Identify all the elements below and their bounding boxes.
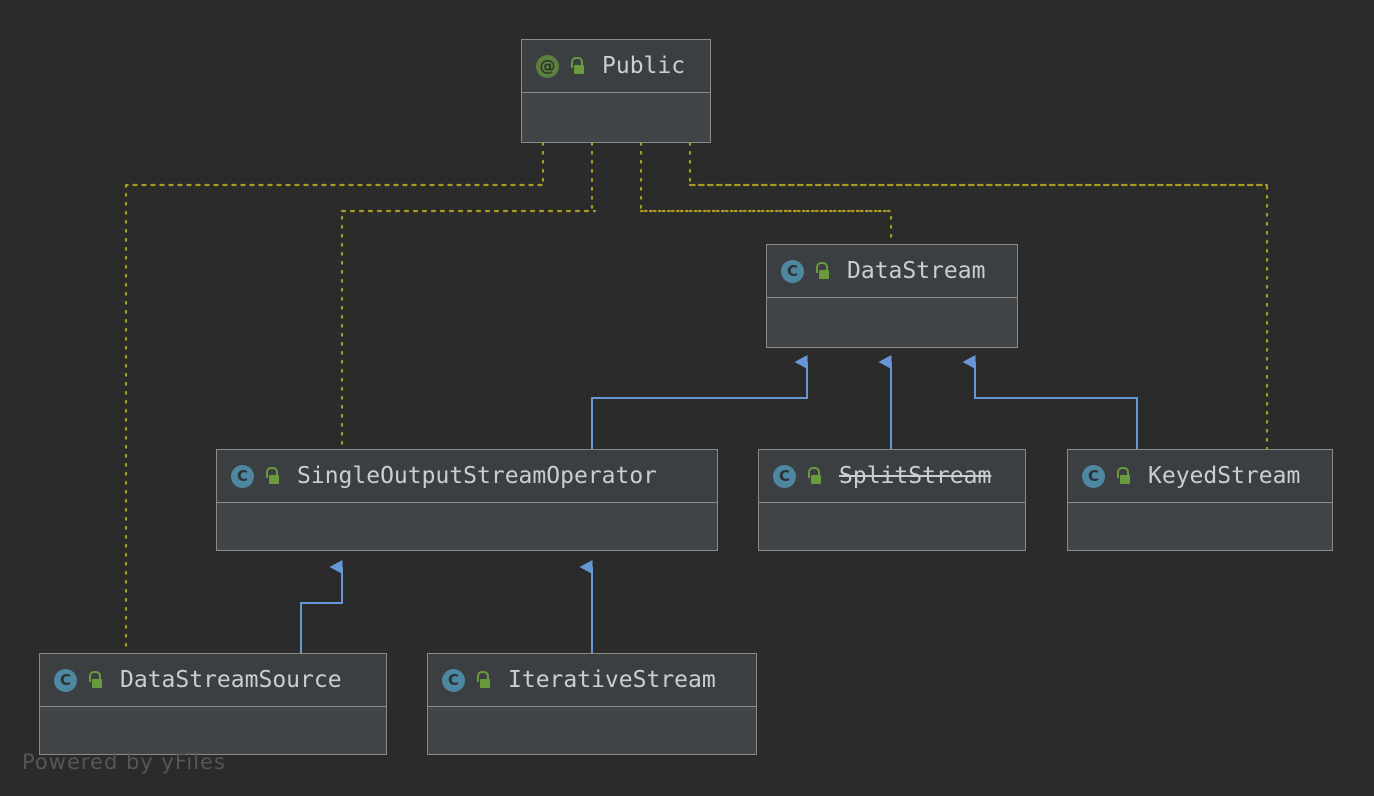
node-header: C DataStreamSource <box>40 654 386 707</box>
node-title: SplitStream <box>839 463 992 489</box>
node-title: DataStreamSource <box>120 667 342 693</box>
open-lock-icon <box>1114 467 1130 485</box>
uml-node-public[interactable]: @ Public <box>521 39 711 143</box>
uml-node-singleoutputstreamoperator[interactable]: C SingleOutputStreamOperator <box>216 449 718 551</box>
class-icon: C <box>773 464 796 488</box>
node-header: C SplitStream <box>759 450 1025 503</box>
edge-public-singleoutputstreamoperator <box>340 141 594 451</box>
node-members-compartment <box>759 503 1025 550</box>
node-title: SingleOutputStreamOperator <box>297 463 658 489</box>
uml-node-keyedstream[interactable]: C KeyedStream <box>1067 449 1333 551</box>
edge-datastreamsource-singleoutputstreamoperator <box>300 560 343 653</box>
node-header: C KeyedStream <box>1068 450 1332 503</box>
node-header: @ Public <box>522 40 710 93</box>
class-icon: C <box>231 464 254 488</box>
class-icon: C <box>54 668 77 692</box>
node-header: C IterativeStream <box>428 654 756 707</box>
class-icon: C <box>781 259 804 283</box>
node-header: C DataStream <box>767 245 1017 298</box>
node-members-compartment <box>40 707 386 754</box>
uml-node-iterativestream[interactable]: C IterativeStream <box>427 653 757 755</box>
node-title: IterativeStream <box>508 667 716 693</box>
node-title: DataStream <box>847 258 986 284</box>
yfiles-watermark: Powered by yFiles <box>22 750 226 774</box>
uml-node-splitstream[interactable]: C SplitStream <box>758 449 1026 551</box>
open-lock-icon <box>474 671 490 689</box>
class-icon: C <box>442 668 465 692</box>
open-lock-icon <box>805 467 821 485</box>
open-lock-icon <box>813 262 829 280</box>
class-icon: C <box>1082 464 1105 488</box>
annotation-icon: @ <box>536 54 559 78</box>
open-lock-icon <box>263 467 279 485</box>
node-members-compartment <box>767 298 1017 347</box>
edge-public-iterativestream <box>639 141 893 246</box>
uml-node-datastreamsource[interactable]: C DataStreamSource <box>39 653 387 755</box>
uml-node-datastream[interactable]: C DataStream <box>766 244 1018 348</box>
node-members-compartment <box>1068 503 1332 550</box>
node-members-compartment <box>522 93 710 142</box>
node-title: KeyedStream <box>1148 463 1301 489</box>
open-lock-icon <box>568 57 584 75</box>
node-header: C SingleOutputStreamOperator <box>217 450 717 503</box>
edge-keyedstream-datastream <box>962 355 1138 449</box>
edge-singleoutputstreamoperator-datastream <box>591 355 808 449</box>
node-members-compartment <box>217 503 717 550</box>
edge-public-datastreamsource <box>124 141 545 655</box>
node-title: Public <box>602 53 686 79</box>
node-members-compartment <box>428 707 756 754</box>
open-lock-icon <box>86 671 102 689</box>
